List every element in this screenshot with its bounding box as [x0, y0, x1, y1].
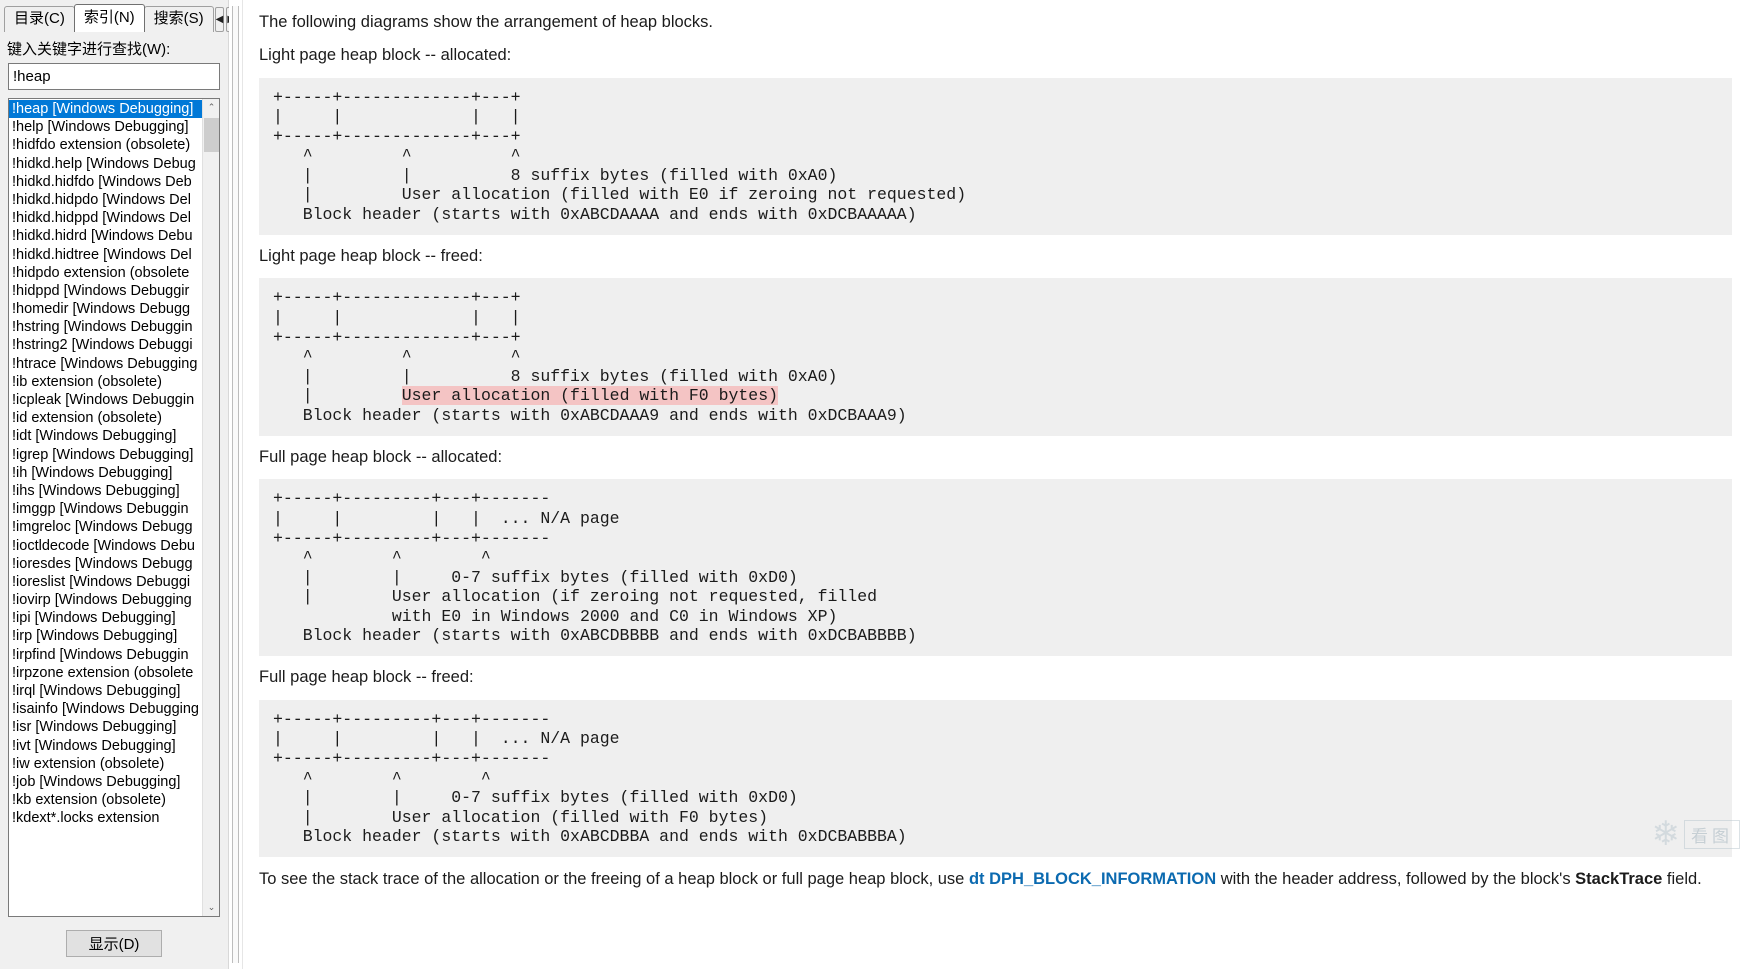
index-list-item[interactable]: !id extension (obsolete)	[12, 410, 162, 427]
index-list-item[interactable]: !hidkd.hidrd [Windows Debu	[12, 228, 193, 245]
section4-caption: Full page heap block -- freed:	[259, 668, 474, 687]
tab-search-label: 搜索(S)	[153, 10, 204, 27]
diagram-light-freed-part1: +-----+-------------+---+ | | | | +-----…	[273, 288, 838, 406]
scroll-down-icon[interactable]: ⌄	[207, 902, 216, 912]
outro-text-3: field.	[1662, 869, 1702, 888]
index-topic-list[interactable]: !heap [Windows Debugging]!help [Windows …	[8, 98, 220, 917]
diagram-full-allocated: +-----+---------+---+------- | | | | ...…	[259, 479, 1732, 657]
section2-caption: Light page heap block -- freed:	[259, 246, 483, 265]
index-list-item[interactable]: !ioresdes [Windows Debugg	[12, 555, 193, 572]
index-list-item[interactable]: !irp [Windows Debugging]	[12, 628, 178, 645]
index-list-item[interactable]: !hidfdo extension (obsolete)	[12, 137, 191, 154]
tab-scroll-left-icon[interactable]: ◀	[214, 7, 225, 32]
content-vertical-scrollbar[interactable]	[229, 0, 243, 969]
outro-text-1: To see the stack trace of the allocation…	[259, 869, 969, 888]
keyword-search-input[interactable]	[8, 63, 220, 90]
index-list-item[interactable]: !iovirp [Windows Debugging	[12, 592, 192, 609]
index-list-item[interactable]: !ivt [Windows Debugging]	[12, 737, 176, 754]
intro-paragraph: The following diagrams show the arrangem…	[259, 13, 713, 31]
index-list-item[interactable]: !job [Windows Debugging]	[12, 773, 181, 790]
stacktrace-term: StackTrace	[1575, 869, 1663, 888]
index-list-item[interactable]: !heap [Windows Debugging]	[9, 100, 202, 119]
index-list-item[interactable]: !igrep [Windows Debugging]	[12, 446, 194, 463]
index-list-item[interactable]: !ioctldecode [Windows Debu	[12, 537, 195, 554]
section1-caption: Light page heap block -- allocated:	[259, 45, 512, 64]
keyword-input-wrap	[0, 63, 228, 90]
index-list-item[interactable]: !ipi [Windows Debugging]	[12, 610, 176, 627]
tab-search[interactable]: 搜索(S)	[143, 6, 214, 32]
index-topic-list-inner: !heap [Windows Debugging]!help [Windows …	[9, 99, 202, 916]
outro-text-2: with the header address, followed by the…	[1216, 869, 1576, 888]
index-list-item[interactable]: !ioreslist [Windows Debuggi	[12, 573, 191, 590]
index-list-item[interactable]: !hstring [Windows Debuggin	[12, 319, 193, 336]
display-button-label: 显示(D)	[88, 935, 140, 953]
index-list-item[interactable]: !ib extension (obsolete)	[12, 373, 162, 390]
outro-paragraph: To see the stack trace of the allocation…	[259, 863, 1732, 897]
navigation-pane: 目录(C) 索引(N) 搜索(S) ◀ ▶ 键入关键字进行查找(W): !hea…	[0, 0, 237, 969]
index-list-item[interactable]: !hidkd.hidpdo [Windows Del	[12, 191, 191, 208]
index-list-item[interactable]: !hidkd.hidppd [Windows Del	[12, 210, 191, 227]
index-list-item[interactable]: !hidppd [Windows Debuggir	[12, 282, 190, 299]
index-list-item[interactable]: !hidkd.hidtree [Windows Del	[12, 246, 192, 263]
scroll-up-icon[interactable]: ⌃	[207, 102, 216, 112]
section3-caption: Full page heap block -- allocated:	[259, 447, 503, 466]
content-pane: The following diagrams show the arrangem…	[229, 0, 1746, 969]
display-button-row: 显示(D)	[0, 917, 228, 969]
index-list-scrollbar[interactable]: ⌃ ⌄	[202, 99, 219, 916]
index-list-item[interactable]: !icpleak [Windows Debuggin	[12, 392, 195, 408]
index-list-item[interactable]: !hstring2 [Windows Debuggi	[12, 337, 193, 354]
diagram-light-allocated: +-----+-------------+---+ | | | | +-----…	[259, 77, 1732, 235]
index-list-item[interactable]: !kdext*.locks extension	[12, 810, 160, 827]
dt-dph-block-information-link[interactable]: dt DPH_BLOCK_INFORMATION	[968, 869, 1217, 888]
index-list-item[interactable]: !hidkd.help [Windows Debug	[12, 155, 196, 172]
index-list-item[interactable]: !imggp [Windows Debuggin	[12, 501, 189, 518]
diagram-full-freed: +-----+---------+---+------- | | | | ...…	[259, 699, 1732, 857]
document-body: The following diagrams show the arrangem…	[243, 0, 1746, 969]
index-list-item[interactable]: !help [Windows Debugging]	[12, 119, 189, 136]
diagram-light-freed-part2: Block header (starts with 0xABCDAAA9 and…	[302, 405, 907, 425]
display-button[interactable]: 显示(D)	[66, 929, 162, 957]
index-list-item[interactable]: !kb extension (obsolete)	[12, 792, 166, 809]
tab-index[interactable]: 索引(N)	[73, 4, 145, 32]
index-list-item[interactable]: !htrace [Windows Debugging	[12, 355, 198, 372]
scrollbar-track[interactable]	[232, 6, 239, 963]
diagram-light-freed: +-----+-------------+---+ | | | | +-----…	[259, 278, 1732, 436]
index-list-item[interactable]: !ih [Windows Debugging]	[12, 464, 173, 481]
index-list-item[interactable]: !hidkd.hidfdo [Windows Deb	[12, 173, 192, 190]
index-list-item[interactable]: !homedir [Windows Debugg	[12, 301, 191, 318]
index-list-item[interactable]: !ihs [Windows Debugging]	[12, 482, 180, 499]
tab-contents[interactable]: 目录(C)	[4, 6, 75, 32]
index-list-item[interactable]: !imgreloc [Windows Debugg	[12, 519, 193, 536]
nav-tab-strip: 目录(C) 索引(N) 搜索(S) ◀ ▶	[0, 0, 237, 32]
index-list-item[interactable]: !hidpdo extension (obsolete	[12, 264, 190, 281]
index-list-item[interactable]: !isr [Windows Debugging]	[12, 719, 177, 736]
tab-index-label: 索引(N)	[83, 9, 135, 26]
tab-contents-label: 目录(C)	[14, 10, 65, 27]
scrollbar-thumb[interactable]	[204, 118, 219, 152]
index-list-item[interactable]: !iw extension (obsolete)	[12, 755, 165, 772]
index-list-item[interactable]: !irpzone extension (obsolete	[12, 664, 194, 681]
index-list-item[interactable]: !irql [Windows Debugging]	[12, 683, 181, 699]
chevron-left-icon: ◀	[215, 14, 224, 25]
highlighted-user-allocation-text: User allocation (filled with F0 bytes)	[401, 386, 778, 406]
index-list-item[interactable]: !idt [Windows Debugging]	[12, 428, 177, 445]
keyword-label: 键入关键字进行查找(W):	[7, 41, 171, 58]
index-list-item[interactable]: !irpfind [Windows Debuggin	[12, 646, 189, 663]
index-list-item[interactable]: !isainfo [Windows Debugging	[12, 701, 199, 718]
